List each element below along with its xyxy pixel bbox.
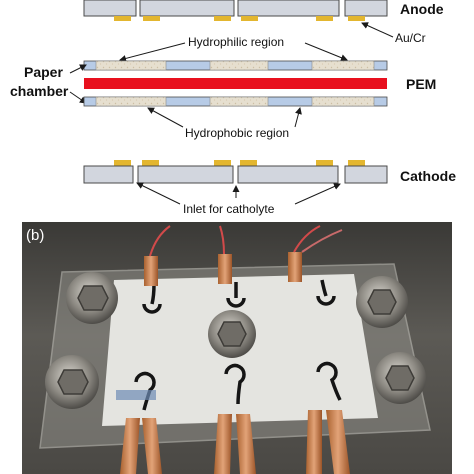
cathode-slide-2: [137, 165, 234, 184]
cathode-electrode-1: [114, 160, 131, 166]
anode-layer: [83, 0, 388, 21]
schematic-diagram: Anode Au/Cr Hydrophilic region PEM Paper…: [10, 0, 456, 216]
electrode-pattern-bottom: [134, 361, 342, 411]
cathode-electrode-2: [142, 160, 159, 166]
au-cr-label: Au/Cr: [395, 31, 426, 45]
anode-slide-1: [83, 0, 137, 17]
inlet-arrow-left: [136, 182, 181, 205]
device-photo: (b): [22, 222, 452, 474]
hydrophilic-zone-3: [311, 60, 375, 71]
cathode-slide-4: [344, 165, 388, 184]
panel-label-b: (b): [26, 227, 44, 244]
anode-electrode-3: [214, 16, 231, 21]
paper-layer-bottom: [83, 96, 388, 107]
anode-electrode-6: [348, 16, 365, 21]
inlet-arrow-right: [294, 183, 341, 205]
hydrophilic-zone-4: [95, 96, 167, 107]
hydrophilic-arrow-left: [119, 42, 186, 62]
cathode-slide-3: [237, 165, 339, 184]
pem-label: PEM: [406, 76, 436, 92]
anode-electrode-1: [114, 16, 131, 21]
top-copper-tabs: [144, 225, 343, 286]
bottom-copper-tabs: [120, 410, 350, 474]
hydrophobic-arrow-left: [147, 107, 184, 128]
paper-chamber-arrow-top: [69, 64, 87, 74]
anode-electrode-4: [241, 16, 258, 21]
cathode-label: Cathode: [400, 168, 456, 184]
au-cr-arrow: [361, 22, 394, 38]
cathode-electrode-4: [240, 160, 257, 166]
hydrophilic-zone-2: [209, 60, 269, 71]
hydrophilic-zone-5: [209, 96, 269, 107]
paper-chamber-label: Paper chamber: [10, 64, 69, 99]
paper-layer-top: [83, 60, 388, 71]
hydrophobic-arrow-right: [294, 107, 302, 128]
anode-slide-2: [139, 0, 235, 17]
inlet-for-catholyte-label: Inlet for catholyte: [183, 202, 275, 216]
hydrophilic-zone-1: [95, 60, 167, 71]
anode-electrode-5: [316, 16, 333, 21]
corner-bolts: [45, 272, 426, 409]
cathode-electrode-6: [348, 160, 365, 166]
hydrophilic-region-label: Hydrophilic region: [188, 35, 284, 49]
anode-slide-3: [237, 0, 340, 17]
inlet-stripe: [116, 390, 156, 400]
cathode-electrode-5: [316, 160, 333, 166]
hydrophilic-arrow-right: [304, 42, 348, 61]
cathode-electrode-3: [214, 160, 231, 166]
cathode-slide-1: [83, 165, 134, 184]
anode-electrode-2: [143, 16, 160, 21]
anode-label: Anode: [400, 1, 444, 17]
hydrophobic-region-label: Hydrophobic region: [185, 126, 289, 140]
cathode-layer: [83, 160, 388, 184]
hydrophilic-zone-6: [311, 96, 375, 107]
pem-membrane: [84, 78, 387, 89]
paper-chamber-arrow-bottom: [69, 91, 87, 104]
anode-slide-4: [344, 0, 388, 17]
